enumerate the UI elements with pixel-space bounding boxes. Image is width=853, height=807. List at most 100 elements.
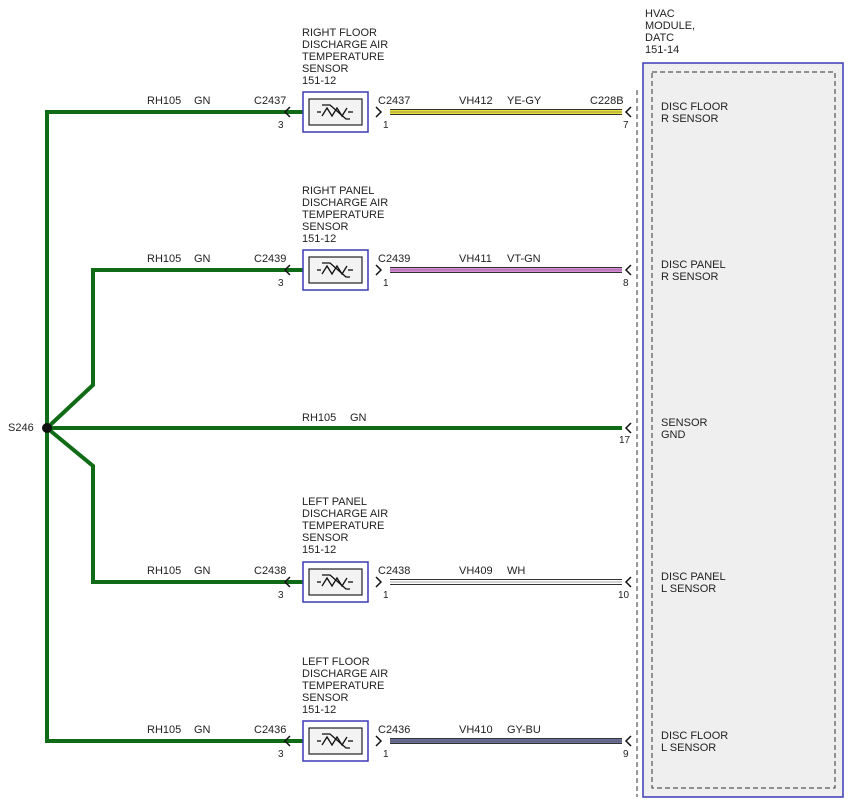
pin-right: 1: [383, 120, 389, 131]
pin-left: 3: [278, 278, 284, 289]
module-pin-label-2: R SENSOR: [661, 271, 719, 283]
pin-right: 1: [383, 590, 389, 601]
chevron-left-icon: [283, 735, 291, 747]
chevron-right-icon: [375, 106, 383, 118]
chevron-right-icon: [375, 735, 383, 747]
splice-s246: S246: [8, 422, 52, 434]
chevron-left-icon: [624, 106, 632, 118]
splice-dot: [42, 423, 52, 433]
chevron-left-icon: [283, 264, 291, 276]
connector-label-left: C2437: [254, 95, 286, 107]
connector-label-right: C2438: [378, 565, 410, 577]
thermistor-slash-icon: [322, 262, 350, 278]
splice-label: S246: [8, 422, 34, 434]
ground-color-label: GN: [194, 95, 211, 107]
temperature-sensor: [302, 91, 369, 133]
module-connector-label: C228B: [590, 95, 624, 107]
ground-color-label: GN: [194, 565, 211, 577]
sensor-title-line: SENSOR: [302, 63, 349, 75]
module-inner-dashed: [651, 71, 836, 789]
temperature-sensor: [302, 561, 369, 603]
wire-color-label: GY-BU: [507, 724, 541, 736]
pin-left: 3: [278, 749, 284, 760]
wire-color-label: YE-GY: [507, 95, 542, 107]
chevron-left-icon: [624, 576, 632, 588]
ground-wire-branch-rpn: [45, 268, 303, 430]
circuit-label: VH411: [459, 253, 492, 265]
ground-circuit-label: RH105: [147, 253, 181, 265]
sensor-title-line: SENSOR: [302, 221, 349, 233]
connector-label-right: C2439: [378, 253, 410, 265]
signal-wire: [390, 267, 622, 273]
sensor-title-line: LEFT PANEL: [302, 496, 367, 508]
sensor-title-line: RIGHT PANEL: [302, 185, 374, 197]
ground-row-color: GN: [350, 412, 367, 424]
sensor-title-line: RIGHT FLOOR: [302, 27, 377, 39]
chevron-left-icon: [624, 735, 632, 747]
thermistor-icon: [321, 106, 348, 118]
thermistor-icon: [321, 576, 348, 588]
sensor-title-line: DISCHARGE AIR: [302, 668, 388, 680]
module-title-line-1: HVAC: [645, 8, 675, 20]
sensor-inner-box: [308, 98, 363, 126]
ground-circuit-label: RH105: [147, 95, 181, 107]
circuit-label: VH410: [459, 724, 493, 736]
wire-color-label: VT-GN: [507, 253, 541, 265]
connector-label-left: C2438: [254, 565, 286, 577]
module-pin-label-1: DISC PANEL: [661, 571, 726, 583]
circuit-label: VH409: [459, 565, 493, 577]
thermistor-icon: [321, 264, 348, 276]
thermistor-slash-icon: [322, 574, 350, 590]
chevron-left-icon: [283, 106, 291, 118]
module-pin-label-2: L SENSOR: [661, 583, 716, 595]
thermistor-slash-icon: [322, 733, 350, 749]
module-title-line-3: DATC: [645, 32, 674, 44]
chevron-right-icon: [375, 576, 383, 588]
module-pin: 8: [623, 278, 629, 289]
module-pin-label-1: DISC FLOOR: [661, 730, 728, 742]
chevron-left-icon: [624, 422, 632, 434]
pin-right: 1: [383, 278, 389, 289]
signal-wire: [390, 738, 622, 744]
ground-color-label: GN: [194, 253, 211, 265]
sensor-title-line: DISCHARGE AIR: [302, 508, 388, 520]
module-pin-label-1: DISC PANEL: [661, 259, 726, 271]
ground-wire-trunk-lower: [45, 428, 303, 743]
sensor-title-line: TEMPERATURE: [302, 51, 384, 63]
module-title-line-4: 151-14: [645, 44, 679, 56]
sensor-title-line: SENSOR: [302, 532, 349, 544]
sensor-title-line: DISCHARGE AIR: [302, 39, 388, 51]
pin-right: 1: [383, 749, 389, 760]
sensor-title-line: TEMPERATURE: [302, 680, 384, 692]
chevron-left-icon: [283, 576, 291, 588]
sensor-inner-box: [308, 568, 363, 596]
ground-harness: [45, 110, 622, 743]
temperature-sensor: [302, 249, 369, 291]
ground-circuit-label: RH105: [147, 724, 181, 736]
connector-label-right: C2437: [378, 95, 410, 107]
sensor-inner-box: [308, 727, 363, 755]
module-pin: 10: [618, 590, 630, 601]
sensor-title-line: TEMPERATURE: [302, 520, 384, 532]
module-title-line-2: MODULE,: [645, 20, 695, 32]
module-pin-label-2: R SENSOR: [661, 113, 719, 125]
module-pin-label-2: L SENSOR: [661, 742, 716, 754]
sensor-title-line: SENSOR: [302, 692, 349, 704]
pin-left: 3: [278, 120, 284, 131]
sensor-title-line: 151-12: [302, 544, 336, 556]
ground-row: RH105 GN 17 SENSOR GND: [302, 412, 708, 446]
sensor-title-line: 151-12: [302, 233, 336, 245]
wire-color-label: WH: [507, 565, 525, 577]
sensor-title-line: 151-12: [302, 75, 336, 87]
pin-left: 3: [278, 590, 284, 601]
ground-row-module-label-1: SENSOR: [661, 417, 708, 429]
chevron-right-icon: [375, 264, 383, 276]
sensor-title-line: 151-12: [302, 704, 336, 716]
sensor-inner-box: [308, 256, 363, 284]
ground-wire-trunk-upper: [45, 110, 303, 428]
